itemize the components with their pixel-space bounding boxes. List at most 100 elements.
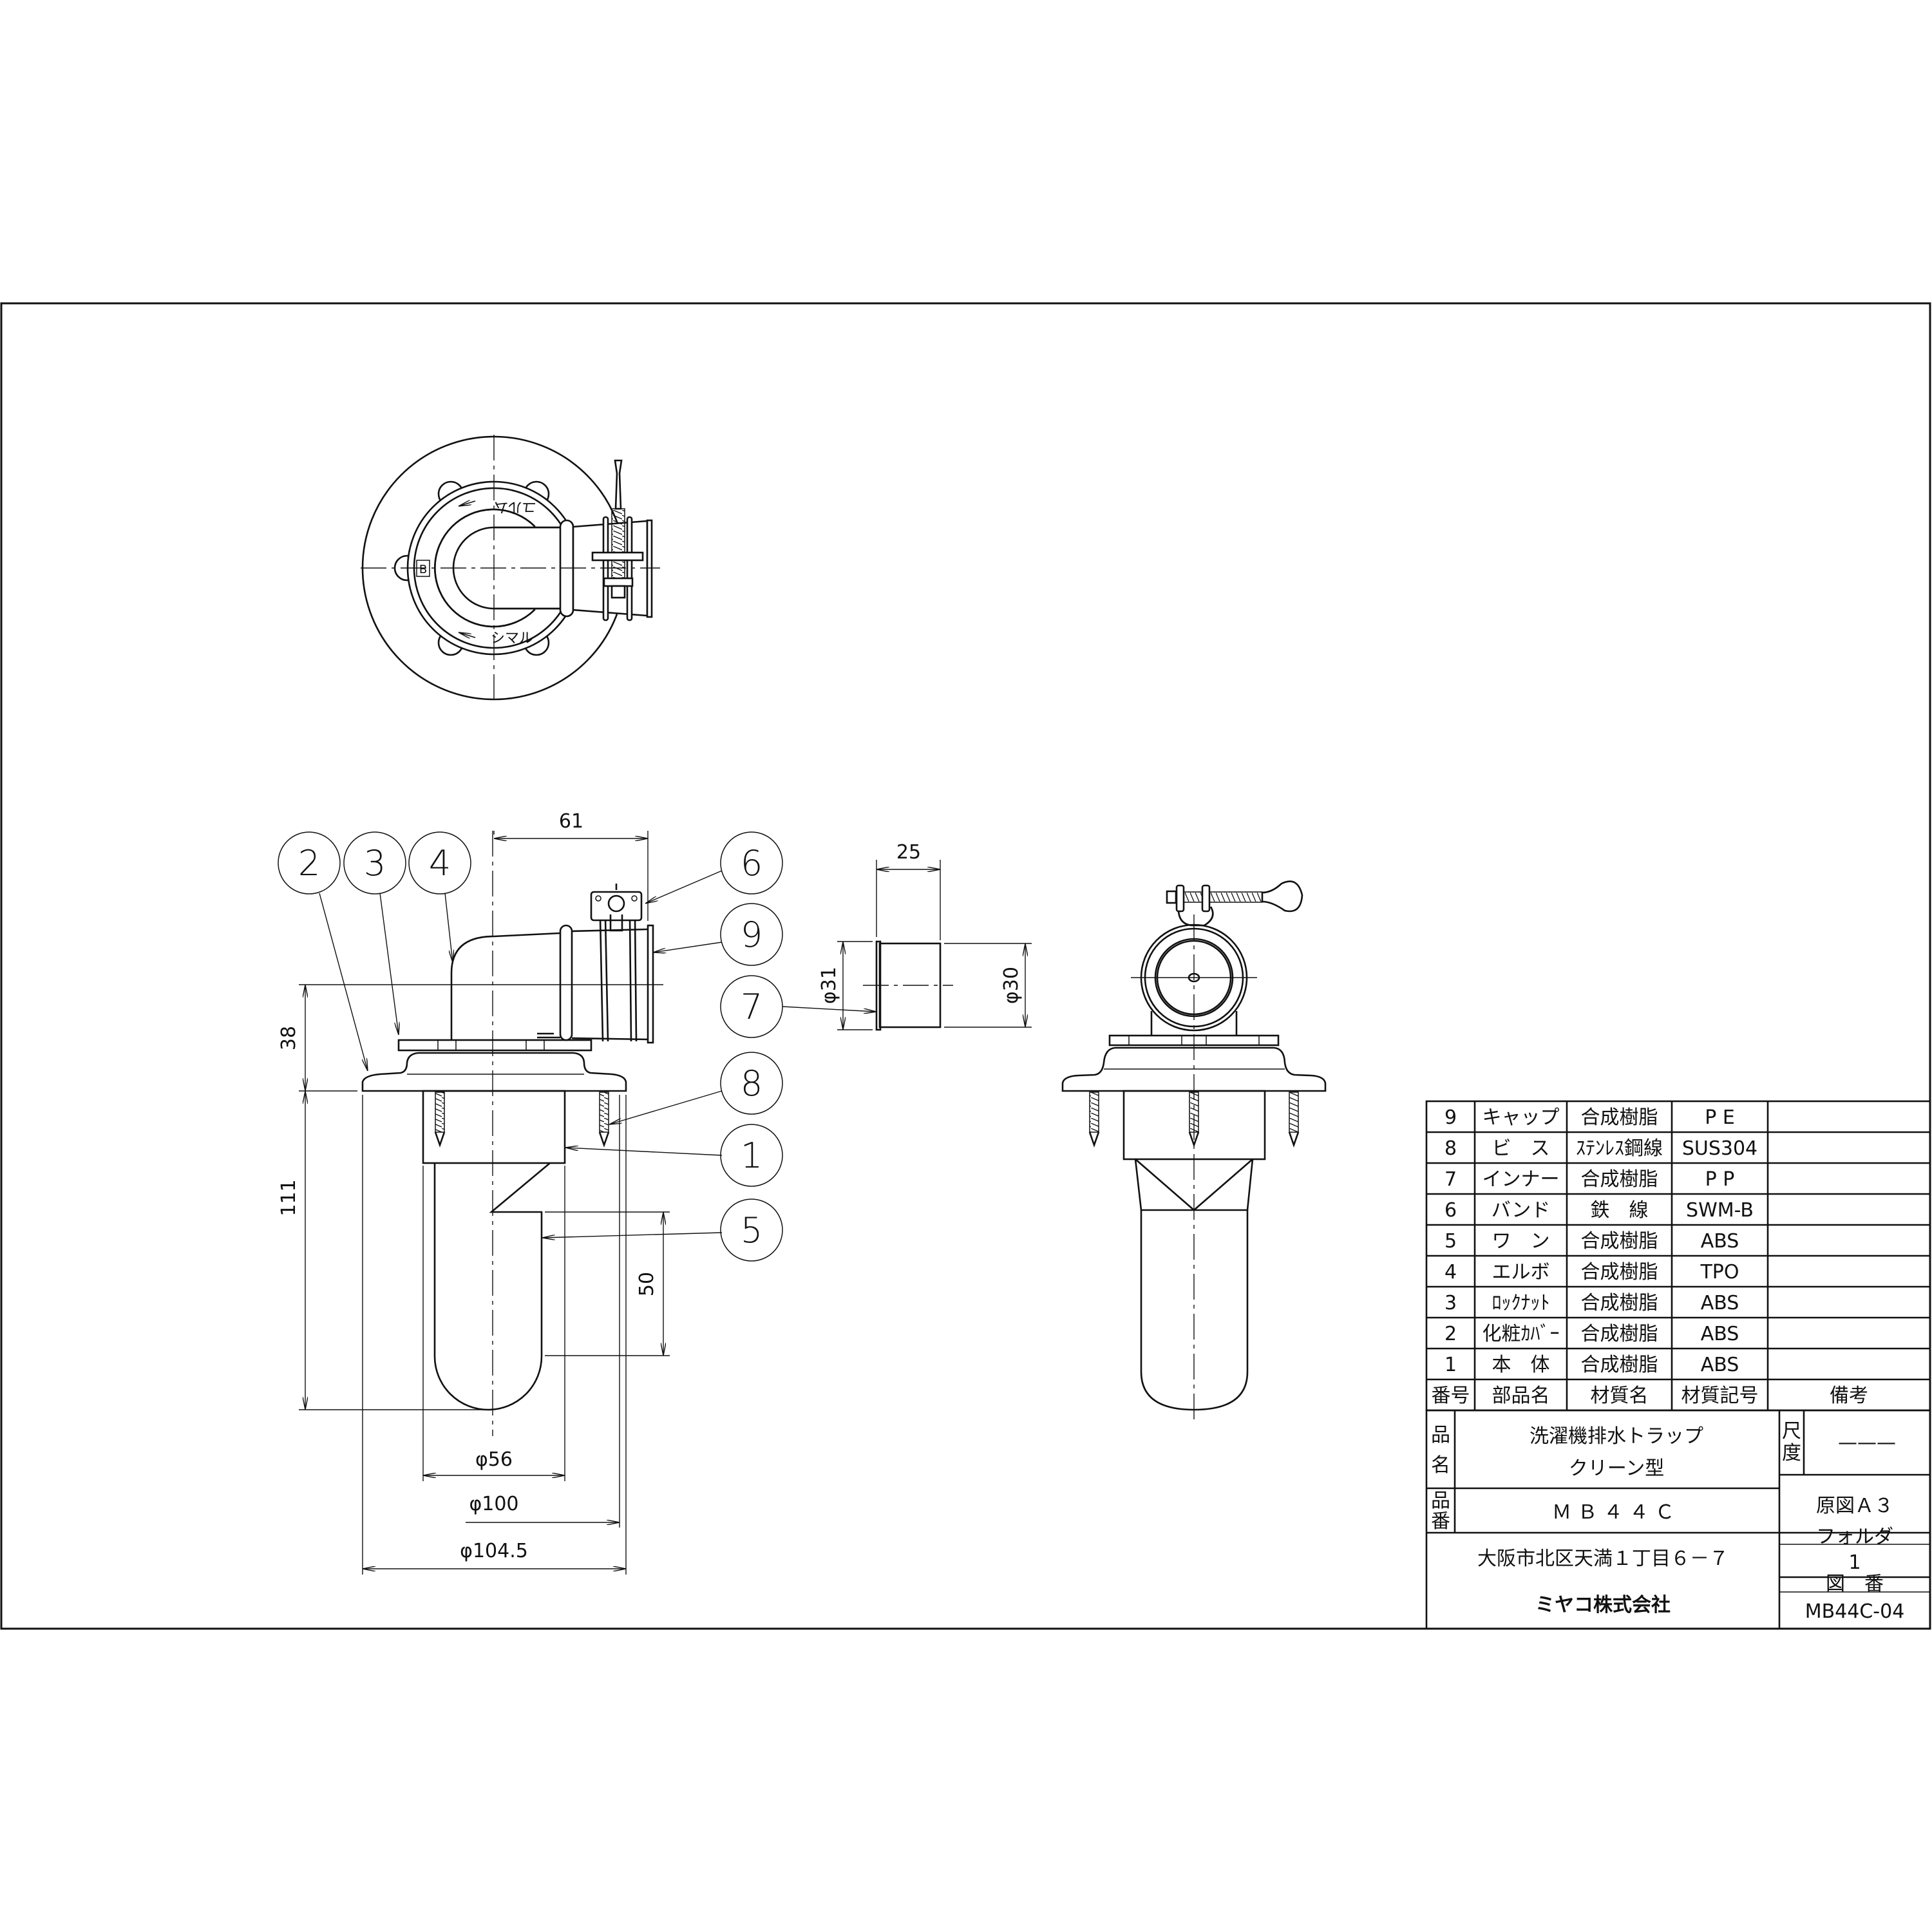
table-cell-name: ﾛｯｸﾅｯﾄ [1492,1292,1550,1314]
product-name-label: 名 [1431,1454,1450,1477]
inner-detail: 25 φ31 φ30 [818,841,1032,1031]
svg-text:B: B [419,563,427,576]
balloon-3: 3 [343,831,406,895]
scale-label: 度 [1782,1442,1801,1464]
address: 大阪市北区天満１丁目６－７ [1477,1548,1728,1570]
svg-text:8: 8 [741,1063,762,1104]
table-header: 材質記号 [1681,1385,1759,1407]
table-cell-code: ABS [1701,1292,1739,1314]
table-cell-name: キャップ [1482,1106,1560,1129]
table-cell-material: 合成樹脂 [1581,1323,1658,1345]
table-cell-no: 9 [1444,1106,1457,1129]
table-cell-code: ABS [1701,1354,1739,1376]
dimension-d100: φ100 [469,1493,518,1515]
table-cell-no: 6 [1444,1199,1457,1222]
product-name: 洗濯機排水トラップ [1530,1425,1703,1448]
table-cell-code: SWM-B [1686,1199,1754,1222]
table-cell-code: ABS [1701,1323,1739,1345]
balloon-8: 8 [720,1052,783,1115]
table-cell-code: P P [1705,1168,1735,1191]
product-name: クリーン型 [1569,1457,1665,1480]
table-cell-material: 合成樹脂 [1581,1292,1658,1314]
folder-value: 1 [1848,1551,1861,1574]
product-name-label: 品 [1431,1424,1450,1446]
table-cell-code: P E [1705,1106,1735,1129]
table-cell-code: ABS [1701,1230,1739,1253]
dimension-d31: φ31 [818,967,840,1004]
dimension-111: 111 [278,1179,300,1216]
original-size: 原図Ａ３ [1816,1495,1893,1517]
table-cell-no: 3 [1444,1292,1457,1314]
table-cell-no: 2 [1444,1323,1457,1345]
table-cell-material: 合成樹脂 [1581,1168,1658,1191]
screws [434,1092,610,1148]
table-cell-material: ｽﾃﾝﾚｽ鋼線 [1576,1137,1663,1160]
table-cell-material: 合成樹脂 [1581,1230,1658,1253]
product-no: ＭＢ４４Ｃ [1552,1501,1681,1524]
balloon-6: 6 [720,831,783,895]
dimension-d104-5: φ104.5 [460,1540,528,1562]
part-balloons: 2 3 4 6 9 7 8 1 5 [278,831,876,1262]
balloon-1: 1 [720,1124,783,1187]
table-cell-name: 化粧ｶﾊﾞｰ [1482,1323,1560,1345]
table-cell-name: エルボ [1492,1261,1550,1283]
band-clamp [590,891,643,922]
company-logo: ミヤコ株式会社 [1535,1594,1671,1616]
table-cell-name: 本 体 [1492,1354,1550,1376]
tighten-label: シマル [491,630,533,647]
scale-value: ——— [1838,1432,1896,1454]
balloon-9: 9 [720,903,783,966]
table-cell-name: バンド [1492,1199,1551,1222]
table-cell-no: 7 [1444,1168,1457,1191]
table-cell-name: インナー [1482,1168,1560,1191]
tighten-arrow-icon [459,632,476,638]
top-view: B ユルム シマル [361,435,660,702]
dimension-61: 61 [559,810,583,833]
svg-text:5: 5 [741,1210,762,1251]
table-cell-name: ワ ン [1492,1230,1550,1253]
table-cell-no: 4 [1444,1261,1457,1283]
front-view: 61 38 111 50 φ56 φ100 φ104.5 [278,810,876,1575]
balloon-4: 4 [408,831,471,895]
svg-text:6: 6 [741,843,762,884]
table-header: 備考 [1830,1385,1868,1407]
table-cell-no: 5 [1444,1230,1457,1253]
drawing-frame [0,302,1931,1630]
product-no-label: 番 [1431,1510,1450,1533]
table-cell-code: SUS304 [1682,1137,1757,1160]
balloon-7: 7 [720,975,783,1038]
loosen-arrow-icon [459,501,476,507]
table-cell-material: 合成樹脂 [1581,1261,1658,1283]
svg-text:3: 3 [364,843,386,884]
dimension-25: 25 [896,841,921,864]
svg-text:7: 7 [741,987,762,1027]
title-block: 品 名 洗濯機排水トラップ クリーン型 品 番 ＭＢ４４Ｃ 尺 度 ——— 原図… [1425,1409,1931,1630]
svg-text:2: 2 [298,843,320,884]
table-cell-no: 1 [1444,1354,1457,1376]
balloon-5: 5 [720,1198,783,1262]
table-header: 材質名 [1591,1385,1649,1407]
drawing-no-label: 図 番 [1826,1573,1884,1595]
scale-label: 尺 [1782,1420,1801,1443]
table-cell-material: 合成樹脂 [1581,1354,1658,1376]
side-view [1061,880,1327,1423]
svg-text:1: 1 [741,1135,762,1176]
table-cell-name: ビ ス [1492,1137,1550,1160]
table-cell-code: TPO [1700,1261,1739,1283]
table-header: 番号 [1432,1385,1470,1407]
dimension-d56: φ56 [475,1448,513,1471]
product-no-label: 品 [1431,1490,1450,1512]
dimension-50: 50 [636,1272,658,1296]
screws [1088,1092,1300,1148]
wing-nut [1261,880,1303,913]
dimension-d30: φ30 [1000,967,1023,1004]
folder-label: フォルダ [1816,1526,1893,1548]
dimension-38: 38 [278,1026,300,1050]
svg-text:9: 9 [741,914,762,955]
table-cell-no: 8 [1444,1137,1457,1160]
balloon-2: 2 [278,831,341,895]
table-cell-material: 鉄 線 [1591,1199,1649,1222]
svg-text:4: 4 [429,843,451,884]
